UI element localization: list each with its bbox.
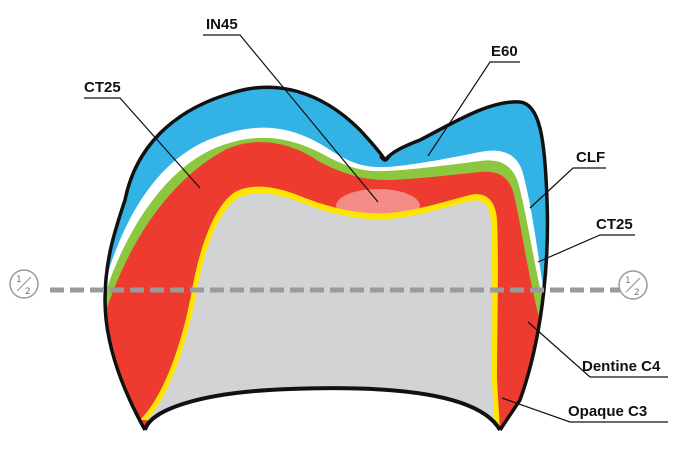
half-marker-left: 1 2 (9, 269, 39, 299)
leader-ct25-left (84, 97, 201, 189)
label-in45: IN45 (206, 16, 238, 33)
half-numerator-left: 1 (16, 275, 22, 285)
half-numerator-right: 1 (625, 276, 631, 286)
label-e60: E60 (491, 43, 518, 60)
crown-base-line (143, 386, 502, 432)
half-denominator-right: 2 (634, 288, 640, 298)
tooth-outline (103, 85, 550, 431)
leader-opaque (501, 397, 668, 423)
leader-ct25-right (537, 234, 635, 263)
half-denominator-left: 2 (25, 287, 31, 297)
label-dentine-c4: Dentine C4 (582, 358, 661, 375)
core-gray (147, 193, 495, 431)
label-ct25-left: CT25 (84, 79, 121, 96)
leader-in45 (203, 34, 379, 203)
label-opaque-c3: Opaque C3 (568, 403, 647, 420)
leader-e60 (427, 61, 520, 157)
half-marker-right: 1 2 (618, 270, 648, 300)
leader-clf (529, 167, 606, 209)
label-ct25-right: CT25 (596, 216, 633, 233)
label-clf: CLF (576, 149, 605, 166)
fissure-mark (379, 155, 391, 162)
leader-dentine (527, 321, 668, 378)
